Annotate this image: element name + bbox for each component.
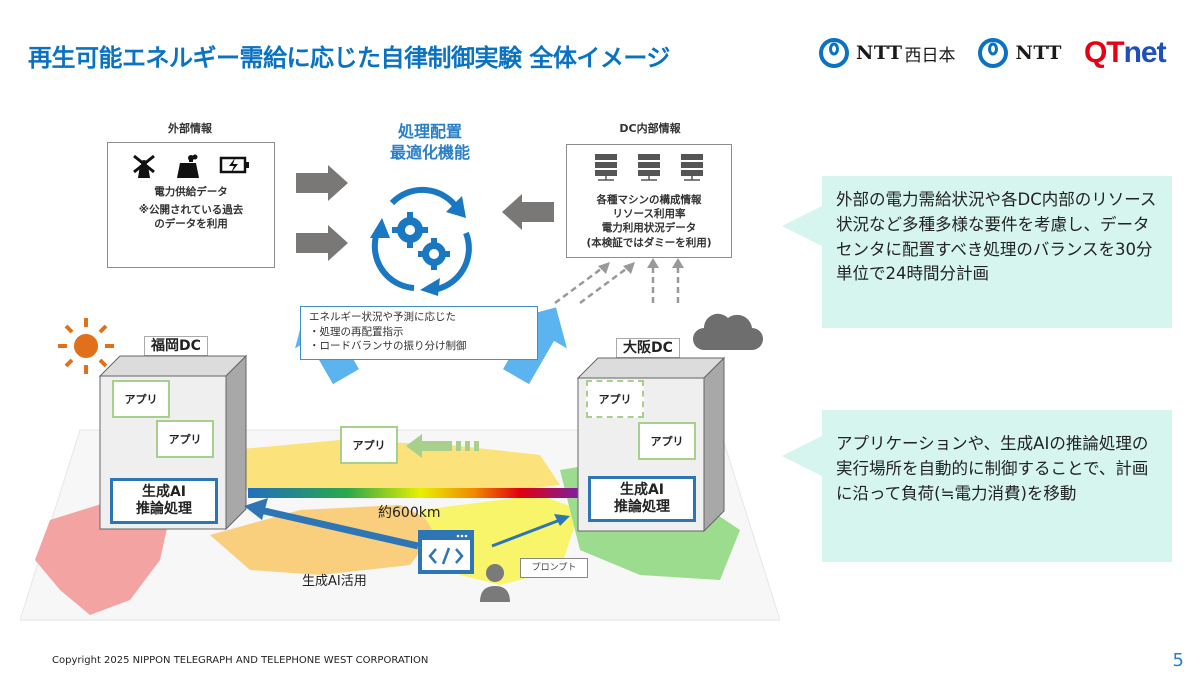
input-arrows [296,165,348,261]
dc-info-line4: (本検証ではダミーを利用) [586,236,712,249]
arrow-right-icon [296,225,348,261]
fukuoka-ai-line2: 推論処理 [136,500,192,517]
dc-info-arrow [502,194,554,230]
page-title: 再生可能エネルギー需給に応じた自律制御実験 全体イメージ [28,44,670,72]
ntt-logo: NTT [977,37,1061,69]
qtnet-logo-net: net [1123,36,1167,69]
windmill-icon [132,154,155,178]
user-icon [480,564,510,602]
callout-load-shift: アプリケーションや、生成AIの推論処理の実行場所を自動的に制御することで、計画に… [822,410,1172,562]
region-shikoku [210,505,440,575]
distance-gradient-bar [248,488,580,498]
instruction-line3: ・ロードバランサの振り分け制御 [309,340,467,353]
server-icon [637,154,660,181]
fukuoka-dc-label: 福岡DC [144,336,208,356]
external-info-icons [108,143,274,179]
fukuoka-ai-line1: 生成AI [141,484,187,500]
fukuoka-app-2: アプリ [156,420,214,458]
copyright: Copyright 2025 NIPPON TELEGRAPH AND TELE… [52,655,429,666]
instruction-line2: ・処理の再配置指示 [309,325,404,338]
page-number: 5 [1172,650,1184,671]
fukuoka-ai-inference: 生成AI 推論処理 [110,478,218,524]
sun-icon [58,318,114,374]
qtnet-logo-qt: QT [1083,36,1125,69]
server-icon [595,154,618,181]
system-diagram: 約600km 外部情報 電力供給データ ※公開されている過去 のデータを利用 [20,122,780,621]
dc-internal-info-doc: 各種マシンの構成情報 リソース利用率 電力利用状況データ (本検証ではダミーを利… [566,144,732,258]
fukuoka-app-1: アプリ [112,380,170,418]
dc-internal-info-icons [567,145,731,181]
osaka-ai-inference: 生成AI 推論処理 [588,476,696,522]
gear-icon [392,212,428,248]
external-info-line2: ※公開されている過去 [138,204,244,217]
dc-info-line1: 各種マシンの構成情報 [596,194,702,206]
external-info-line3: のデータを利用 [154,218,228,231]
dc-info-line2: リソース利用率 [612,208,686,221]
arrow-left-icon [502,194,554,230]
dc-internal-info-label: DC内部情報 [619,122,681,135]
ntt-west-logo-text: NTT [856,42,903,64]
gear-icon [418,238,450,270]
ntt-logo-mark-icon [978,38,1009,68]
external-info-doc: 電力供給データ ※公開されている過去 のデータを利用 [107,142,275,268]
migration-arrow [406,434,479,458]
cloud-icon [693,313,763,350]
optimizer-title-line1: 処理配置 [397,122,462,141]
region-chugoku [230,440,560,495]
callout-planning: 外部の電力需給状況や各DC内部のリソース状況など多種多様な要件を考慮し、データセ… [822,176,1172,328]
code-app-icon [418,530,474,574]
qtnet-logo: QTnet [1083,36,1167,70]
logo-bar: NTT 西日本 NTT QTnet [818,36,1167,70]
genai-use-label: 生成AI活用 [302,574,367,589]
ntt-logo-mark-icon [819,38,849,68]
arrow-to-fukuoka-icon [244,498,268,520]
optimizer-title: 処理配置 最適化機能 [370,122,490,164]
osaka-dc-label: 大阪DC [616,338,680,358]
ntt-west-logo: NTT 西日本 [818,37,955,69]
prompt-bubble: プロンプト [520,558,588,578]
arrow-to-osaka-icon [554,514,570,526]
battery-charging-icon [220,156,250,174]
external-info-line1: 電力供給データ [154,186,228,198]
instruction-box: エネルギー状況や予測に応じた ・処理の再配置指示 ・ロードバランサの振り分け制御 [300,306,538,360]
migrating-app: アプリ [340,426,398,464]
dc-info-line3: 電力利用状況データ [601,222,697,235]
instruction-line1: エネルギー状況や予測に応じた [309,311,456,323]
osaka-app: アプリ [638,422,696,460]
osaka-ai-line2: 推論処理 [614,498,670,515]
optimizer-title-line2: 最適化機能 [389,142,470,162]
ntt-logo-text: NTT [1015,42,1062,64]
telemetry-arrows [554,258,684,305]
osaka-app-migrating: アプリ [586,380,644,418]
arrow-left-icon [406,434,452,458]
distance-label: 約600km [378,505,441,521]
osaka-ai-line1: 生成AI [619,482,665,498]
routing-arrows [244,498,570,550]
optimization-cycle-icon [370,186,472,296]
callout-1-tail [782,206,822,246]
callout-2-tail [782,436,822,476]
external-info-label: 外部情報 [168,122,212,135]
arrow-right-icon [296,165,348,201]
server-icon [680,154,703,181]
ntt-west-logo-sub: 西日本 [904,45,956,66]
power-plant-icon [176,154,199,178]
